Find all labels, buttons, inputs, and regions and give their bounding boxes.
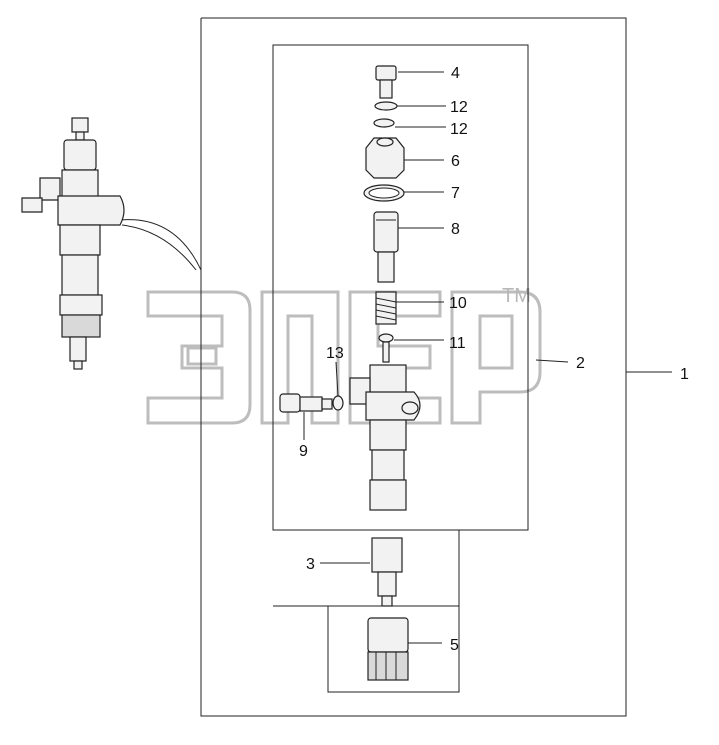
callout-6: 6 — [451, 153, 460, 170]
part-4-bolt — [375, 65, 397, 99]
assembly-frame-2 — [272, 44, 529, 531]
watermark-logo: TM — [146, 285, 542, 425]
callout-11: 11 — [449, 335, 466, 352]
part-12-washer-upper — [374, 101, 398, 111]
assembly-frame-1 — [200, 17, 627, 717]
callout-2: 2 — [576, 355, 585, 372]
assembled-injector — [21, 117, 125, 370]
callout-12-upper: 12 — [450, 99, 468, 116]
part-11-push-rod — [378, 333, 394, 363]
part-5-nozzle-nut — [367, 617, 409, 681]
callout-9: 9 — [299, 443, 308, 460]
callout-7: 7 — [451, 185, 460, 202]
callout-10: 10 — [449, 295, 467, 312]
part-6-cap-nut — [365, 137, 405, 179]
assembly-frame-3 — [273, 529, 460, 607]
trademark-mark: TM — [502, 285, 531, 307]
part-3-nozzle — [371, 537, 403, 607]
injector-body — [349, 364, 421, 511]
part-9-inlet-connector — [279, 393, 333, 413]
callout-4: 4 — [451, 65, 460, 82]
part-10-spring — [375, 291, 397, 325]
callout-13: 13 — [326, 345, 344, 362]
part-13-washer — [332, 395, 344, 411]
part-12-washer-lower — [373, 118, 395, 128]
reference-leader-curve — [119, 219, 202, 271]
callout-3: 3 — [306, 556, 315, 573]
callout-5: 5 — [450, 637, 459, 654]
callout-12-lower: 12 — [450, 121, 468, 138]
assembly-frame-5 — [327, 605, 460, 693]
part-8-holder — [373, 211, 399, 283]
callout-1: 1 — [680, 366, 689, 383]
callout-8: 8 — [451, 221, 460, 238]
